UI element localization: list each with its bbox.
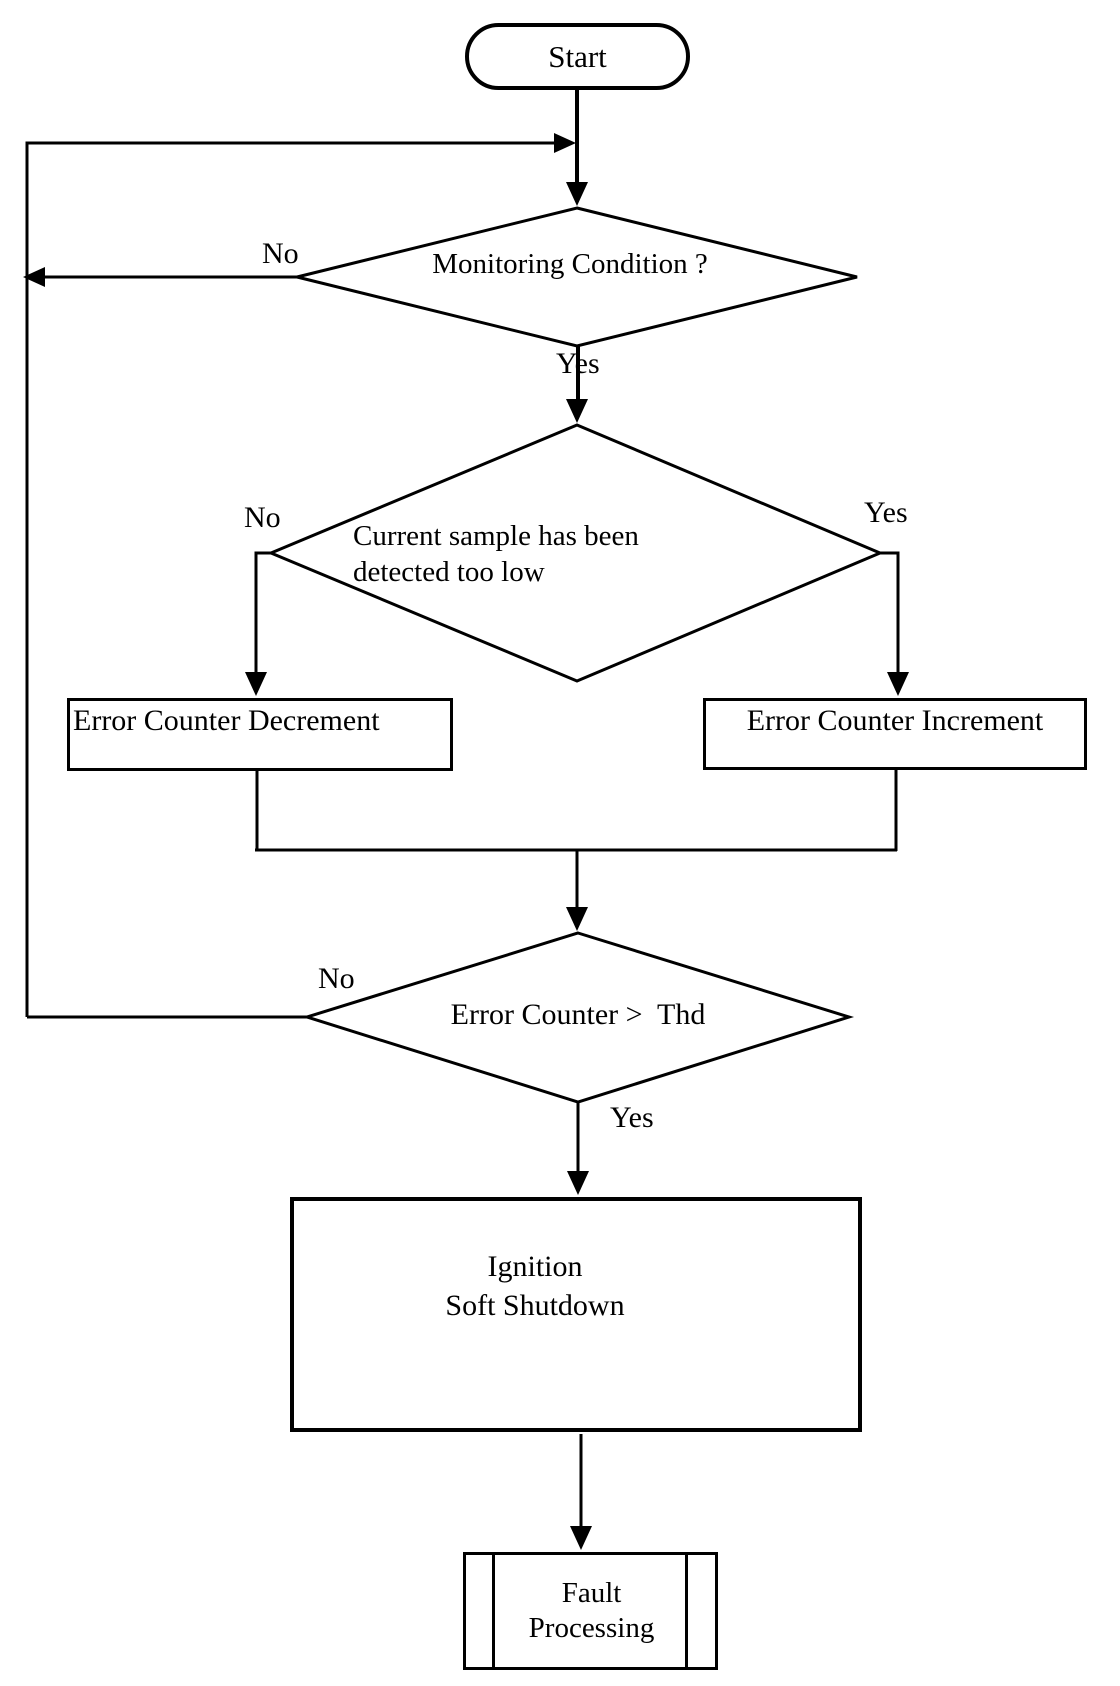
decision-current-sample-line1: Current sample has been [353, 520, 639, 552]
fault-line1: Fault [561, 1577, 622, 1609]
node-fault-processing: Fault Processing [463, 1552, 718, 1670]
node-error-counter-decrement: Error Counter Decrement [67, 698, 453, 771]
arrowhead-rail-into-main [554, 133, 576, 153]
ignition-line2: Soft Shutdown [445, 1289, 625, 1322]
edge-sample-no [254, 551, 271, 678]
decision-error-counter-threshold-label: Error Counter > Thd [450, 998, 706, 1031]
edge-label-monitoring-yes: Yes [556, 347, 600, 380]
edge-label-threshold-yes: Yes [610, 1101, 654, 1134]
arrowhead-into-fault [570, 1526, 592, 1550]
decision-current-sample-label: Current sample has been detected too low [353, 518, 639, 590]
arrowhead-into-decrement [245, 672, 267, 696]
decision-current-sample [267, 423, 884, 683]
node-start-label: Start [548, 38, 607, 74]
arrowhead-into-sample [566, 399, 588, 423]
fault-line2: Processing [528, 1612, 655, 1644]
decision-current-sample-line2: detected too low [353, 556, 545, 588]
arrowhead-into-increment [887, 672, 909, 696]
decision-monitoring-condition-label: Monitoring Condition ? [432, 248, 708, 280]
edge-label-sample-no: No [244, 501, 281, 534]
node-error-counter-decrement-label: Error Counter Decrement [73, 704, 380, 737]
edge-label-threshold-no: No [318, 962, 355, 995]
arrowhead-monitoring-no [23, 267, 45, 287]
node-error-counter-increment-label: Error Counter Increment [746, 704, 1044, 737]
edge-label-sample-yes: Yes [864, 496, 908, 529]
ignition-line1: Ignition [487, 1250, 583, 1283]
edge-loop-rail [25, 141, 556, 1017]
edge-label-monitoring-no: No [262, 237, 299, 270]
node-fault-processing-label: Fault Processing [495, 1555, 688, 1667]
fault-processing-right-bar [685, 1555, 688, 1667]
arrowhead-into-shutdown [567, 1171, 589, 1195]
arrowhead-into-threshold [566, 907, 588, 931]
edge-sample-yes [880, 551, 900, 678]
arrowhead-into-monitoring [566, 182, 588, 206]
fault-processing-left-bar [492, 1555, 495, 1667]
node-ignition-soft-shutdown: Ignition Soft Shutdown [290, 1197, 862, 1432]
node-error-counter-increment: Error Counter Increment [703, 698, 1087, 770]
node-start: Start [465, 23, 690, 90]
node-ignition-soft-shutdown-label: Ignition Soft Shutdown [294, 1247, 776, 1325]
